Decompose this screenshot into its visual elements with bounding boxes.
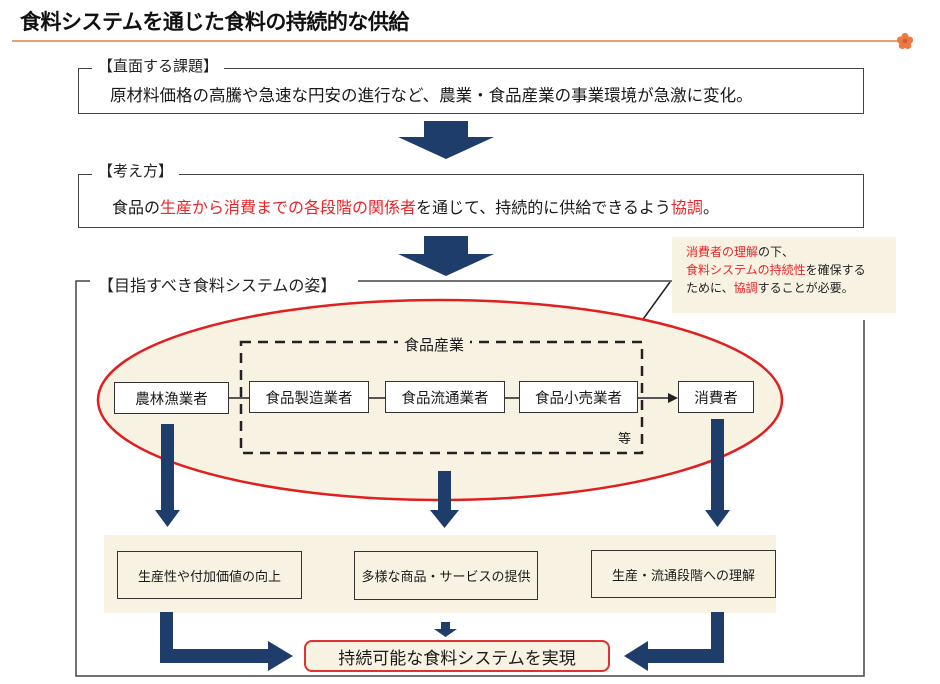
callout-line-1: 消費者の理解の下、 [686, 243, 886, 261]
approach-text-3: を通じて、持続的に供給できるよう [416, 198, 671, 217]
node-food-manufacturers: 食品製造業者 [249, 381, 369, 413]
approach-text-2: 生産から消費までの各段階の関係者 [160, 198, 417, 217]
callout-highlight: 食料システムの持続性 [686, 263, 806, 277]
callout-highlight: 消費者の理解 [686, 245, 759, 259]
challenge-text: 原材料価格の高騰や急速な円安の進行など、農業・食品産業の事業環境が急激に変化。 [110, 86, 753, 105]
title-underline [12, 40, 904, 42]
goal-box: 持続可能な食料システムを実現 [304, 640, 610, 672]
challenge-label: 【直面する課題】 [92, 55, 225, 76]
approach-text-5: 。 [702, 198, 719, 217]
food-industry-label: 食品産業 [398, 334, 471, 355]
callout-note: 消費者の理解の下、 食料システムの持続性を確保する ために、協調することが必要。 [672, 237, 896, 313]
callout-text: することが必要。 [757, 281, 854, 295]
approach-box [78, 174, 864, 228]
callout-text: を確保する [805, 263, 866, 277]
target-system-label: 【目指すべき食料システムの姿】 [92, 272, 343, 296]
node-food-distributors: 食品流通業者 [385, 381, 505, 413]
down-arrow-icon [398, 121, 494, 159]
approach-text: 食品の生産から消費までの各段階の関係者を通じて、持続的に供給できるよう協調。 [112, 194, 719, 218]
node-food-retailers: 食品小売業者 [519, 381, 638, 413]
node-producers: 農林漁業者 [114, 382, 229, 414]
callout-text: の下、 [758, 245, 795, 259]
flower-icon [896, 32, 914, 50]
approach-text-1: 食品の [112, 198, 161, 217]
callout-line-3: ために、協調することが必要。 [686, 279, 886, 297]
outcome-understanding: 生産・流通段階への理解 [591, 550, 776, 598]
node-consumers: 消費者 [678, 381, 754, 413]
callout-text: ために、 [686, 281, 734, 295]
page-title: 食料システムを通じた食料の持続的な供給 [20, 10, 409, 34]
outcome-diverse-products: 多様な商品・サービスの提供 [354, 551, 538, 600]
callout-line-2: 食料システムの持続性を確保する [686, 261, 886, 279]
down-arrow-icon [398, 236, 494, 276]
outcome-productivity: 生産性や付加価値の向上 [117, 551, 302, 599]
approach-text-4: 協調 [670, 198, 703, 217]
callout-highlight: 協調 [733, 281, 758, 295]
approach-label: 【考え方】 [92, 160, 180, 181]
etc-label: 等 [618, 432, 632, 447]
